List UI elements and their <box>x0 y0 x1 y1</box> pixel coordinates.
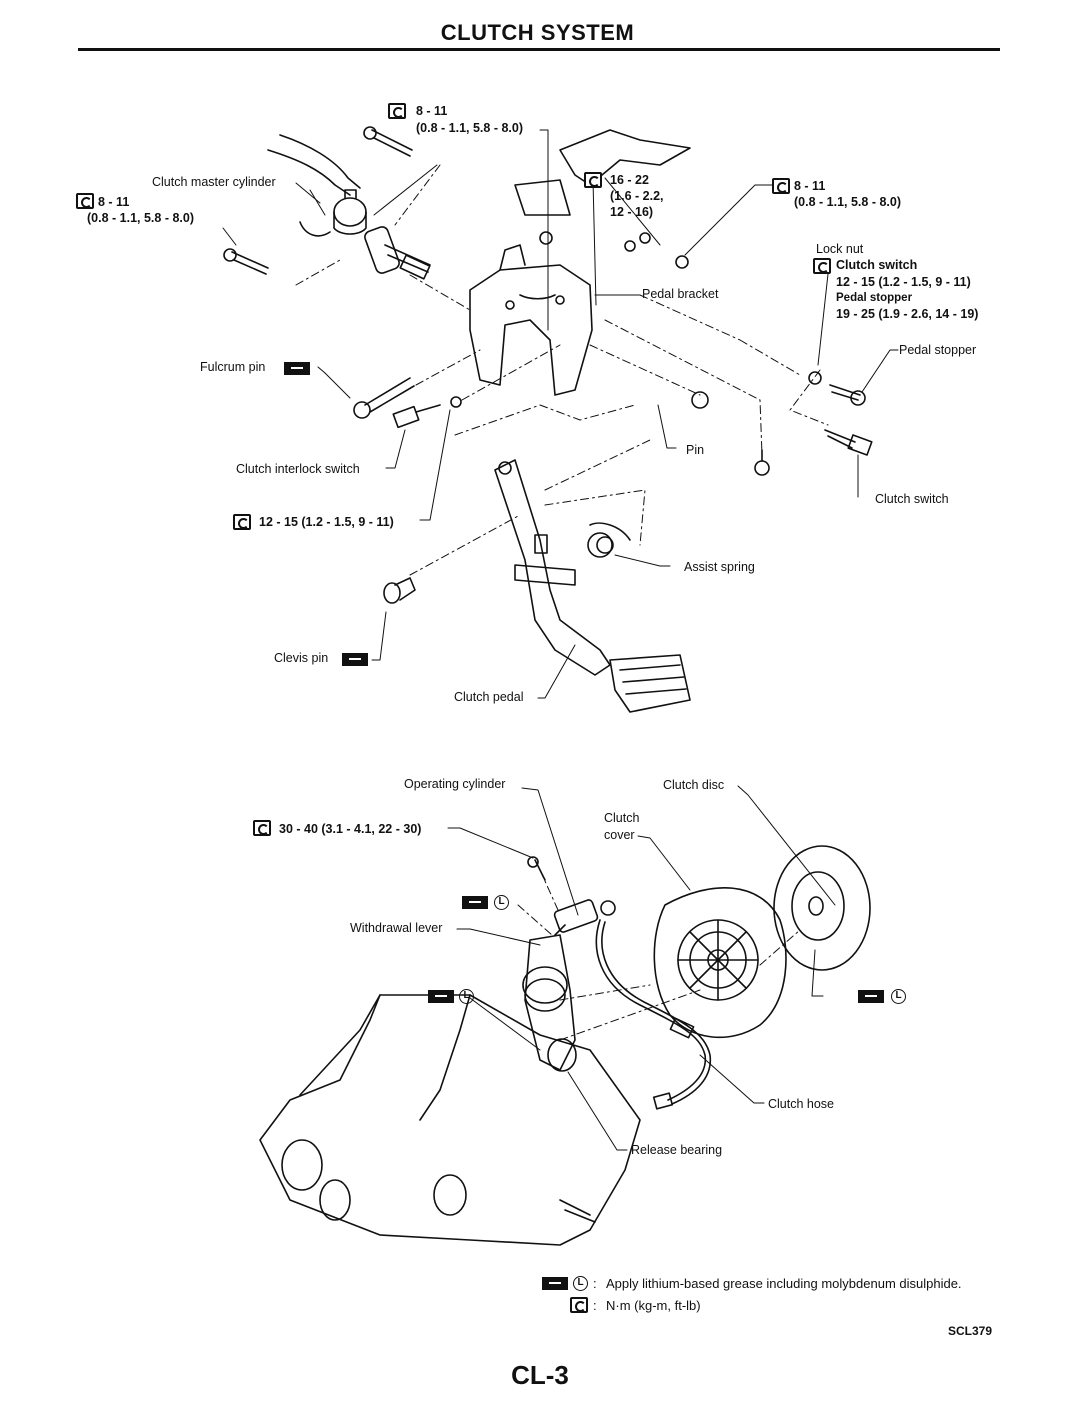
fulcrum-pin <box>353 377 415 419</box>
clutch-pipe <box>267 134 361 196</box>
grease-icon <box>284 362 310 375</box>
label-lock-nut: Lock nut <box>816 242 864 256</box>
torque-mid-units-1: (1.6 - 2.2, <box>610 189 664 203</box>
title-rule <box>78 48 1000 51</box>
label-clutch-cover-line1: Clutch <box>604 811 640 825</box>
torque-right-value: 8 - 11 <box>794 179 826 193</box>
label-withdrawal-lever: Withdrawal lever <box>350 921 443 935</box>
label-clutch-disc: Clutch disc <box>663 778 725 792</box>
legend-grease-text: Apply lithium-based grease including mol… <box>606 1276 962 1291</box>
label-release-bearing: Release bearing <box>631 1143 723 1157</box>
legend-grease-icon <box>542 1277 568 1290</box>
grease-icon <box>342 653 368 666</box>
torque-left-units: (0.8 - 1.1, 5.8 - 8.0) <box>87 211 194 225</box>
grease-l-icon: L <box>459 989 474 1004</box>
label-pedal-stopper-torque-title: Pedal stopper <box>836 292 913 304</box>
figure-code: SCL379 <box>948 1324 993 1338</box>
label-clutch-master-cylinder: Clutch master cylinder <box>152 175 276 189</box>
label-clutch-cover-line2: cover <box>604 828 635 842</box>
page-title: CLUTCH SYSTEM <box>440 20 635 45</box>
pedal-arm <box>494 459 691 713</box>
torque-icon <box>388 103 406 119</box>
torque-mid-units-2: 12 - 16) <box>610 205 654 219</box>
torque-right-units: (0.8 - 1.1, 5.8 - 8.0) <box>794 195 901 209</box>
grease-l-icon: L <box>891 989 906 1004</box>
leader-lines-upper <box>222 129 899 699</box>
clutch-cover <box>653 887 787 1039</box>
label-clutch-pedal: Clutch pedal <box>454 690 524 704</box>
bolts-upper <box>223 126 413 275</box>
label-assist-spring: Assist spring <box>684 560 755 574</box>
pedal-stopper-torque: 19 - 25 (1.9 - 2.6, 14 - 19) <box>836 307 979 321</box>
clevis-pin <box>383 577 416 604</box>
torque-icon <box>233 514 251 530</box>
clutch-master-cylinder <box>299 189 431 280</box>
label-pedal-stopper: Pedal stopper <box>899 343 977 357</box>
torque-icon <box>253 820 271 836</box>
label-operating-cylinder: Operating cylinder <box>404 777 506 791</box>
torque-mid-value: 16 - 22 <box>610 173 649 187</box>
leader-lines-lower <box>447 785 836 1151</box>
torque-icon <box>813 258 831 274</box>
label-pin: Pin <box>686 443 705 457</box>
label-clutch-switch-torque-title: Clutch switch <box>836 258 918 272</box>
torque-left-value: 8 - 11 <box>98 195 130 209</box>
label-clutch-interlock-switch: Clutch interlock switch <box>236 462 360 476</box>
grease-icon <box>428 990 454 1003</box>
pedal-bracket <box>469 129 691 396</box>
transmission-housing <box>259 994 641 1246</box>
grease-l-icon: L <box>494 895 509 910</box>
torque-interlock: 12 - 15 (1.2 - 1.5, 9 - 11) <box>259 515 394 529</box>
label-pedal-bracket: Pedal bracket <box>642 287 719 301</box>
assist-spring <box>587 522 631 558</box>
legend-grease-l-icon: L <box>573 1276 588 1291</box>
interlock-switch <box>392 396 462 429</box>
legend-grease-separator: : <box>593 1276 597 1291</box>
dash-lines-lower <box>517 869 801 1041</box>
page-number: CL-3 <box>511 1360 569 1390</box>
legend-torque-separator: : <box>593 1298 597 1313</box>
clutch-switch-torque: 12 - 15 (1.2 - 1.5, 9 - 11) <box>836 275 971 289</box>
torque-top-center-value: 8 - 11 <box>416 104 448 118</box>
label-clutch-switch: Clutch switch <box>875 492 949 506</box>
torque-icon <box>584 172 602 188</box>
torque-icon <box>76 193 94 209</box>
legend-torque-text: N·m (kg-m, ft-lb) <box>606 1298 701 1313</box>
grease-icon <box>858 990 884 1003</box>
withdrawal-lever <box>522 934 577 1072</box>
clutch-disc <box>773 845 871 971</box>
label-clevis-pin: Clevis pin <box>274 651 329 665</box>
torque-top-center-units: (0.8 - 1.1, 5.8 - 8.0) <box>416 121 523 135</box>
legend-torque-icon <box>570 1297 588 1313</box>
label-clutch-hose: Clutch hose <box>768 1097 835 1111</box>
dash-lines-upper <box>295 164 829 576</box>
torque-operating: 30 - 40 (3.1 - 4.1, 22 - 30) <box>279 822 422 836</box>
grease-icon <box>462 896 488 909</box>
pedal-stopper-parts <box>539 231 873 476</box>
torque-icon <box>772 178 790 194</box>
label-fulcrum-pin: Fulcrum pin <box>200 360 266 374</box>
